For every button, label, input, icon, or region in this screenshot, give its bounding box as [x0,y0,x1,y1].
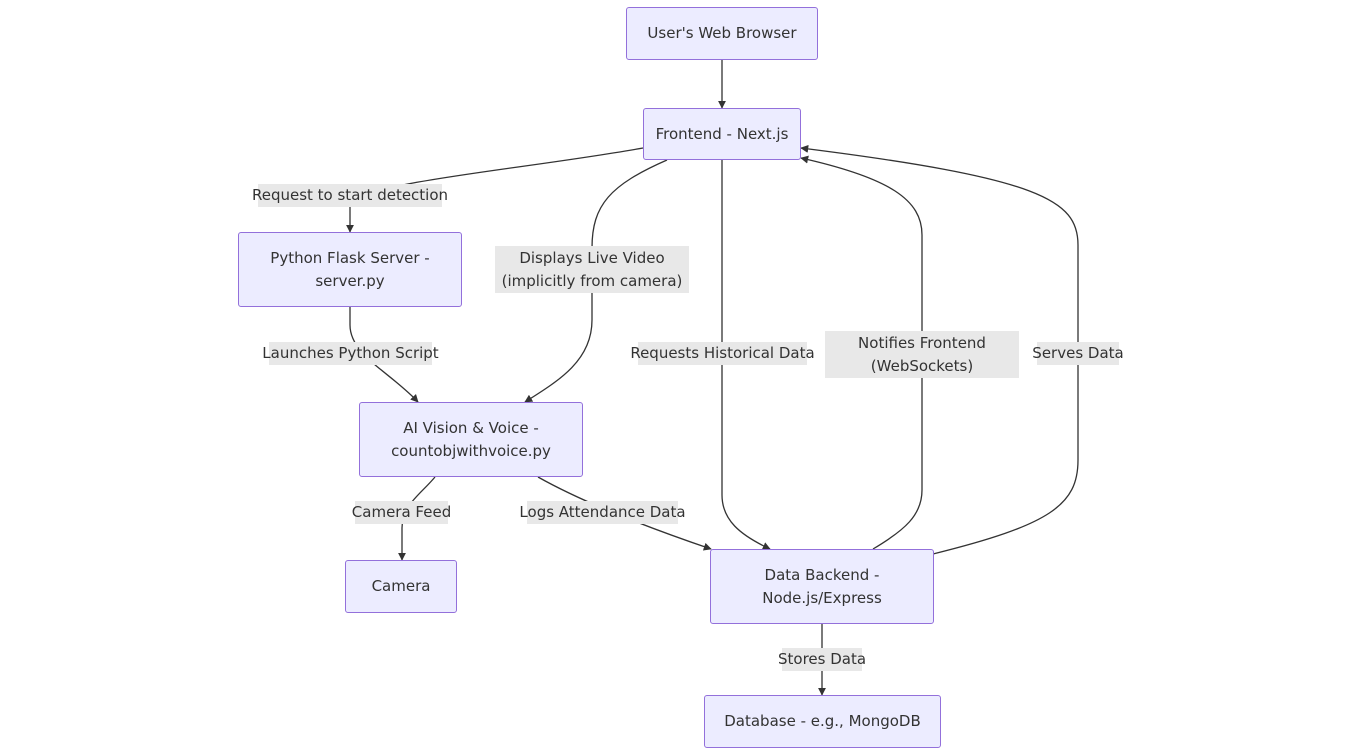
edge-label-request-start-detection: Request to start detection [252,184,448,207]
node-label-line-2: server.py [315,271,385,290]
node-frontend-nextjs: Frontend - Next.js [643,108,801,160]
edge-label-text: Requests Historical Data [630,344,815,362]
edge-label-text: Stores Data [777,650,867,668]
edge-frontend-to-backend [721,160,771,550]
edge-label-camera-feed: Camera Feed [351,501,452,524]
node-label-line-1: AI Vision & Voice - [403,418,539,437]
edge-backend-to-frontend-serve [800,144,1079,555]
edge-label-text: Launches Python Script [262,344,439,362]
node-label-line-2: countobjwithvoice.py [391,441,551,460]
edge-label-text-line-1: Notifies Frontend [858,333,986,352]
node-label-line-2: Node.js/Express [762,588,882,607]
node-python-flask-server: Python Flask Server - server.py [238,232,462,307]
node-label-line-1: Python Flask Server - [270,248,430,267]
edge-label-displays-live-video: Displays Live Video (implicitly from cam… [495,246,689,293]
node-label: User's Web Browser [647,24,797,42]
edge-label-text-line-2: (WebSockets) [870,356,974,375]
node-label: Database - e.g., MongoDB [724,712,921,730]
edge-label-text: Request to start detection [251,186,449,204]
edge-label-text: Camera Feed [351,503,452,521]
node-label: Camera [371,577,431,595]
edge-label-stores-data: Stores Data [778,648,866,671]
node-database: Database - e.g., MongoDB [704,695,941,748]
node-label-line-1: Data Backend - [764,565,880,584]
node-label: Frontend - Next.js [655,124,789,143]
edge-label-text: Serves Data [1032,344,1124,362]
node-ai-vision-voice: AI Vision & Voice - countobjwithvoice.py [359,402,583,477]
edge-label-logs-attendance-data: Logs Attendance Data [519,501,686,524]
node-camera: Camera [345,560,457,613]
edge-label-serves-data: Serves Data [1032,342,1124,365]
edge-label-launches-python-script: Launches Python Script [262,342,439,365]
edge-backend-to-frontend-notify [800,155,923,550]
node-users-web-browser: User's Web Browser [626,7,818,60]
edge-label-requests-historical-data: Requests Historical Data [630,342,815,365]
node-data-backend: Data Backend - Node.js/Express [710,549,934,624]
edge-label-text-line-2: (implicitly from camera) [501,271,683,290]
edge-label-text-line-1: Displays Live Video [519,248,665,267]
edge-label-text: Logs Attendance Data [519,503,686,521]
edge-label-notifies-frontend: Notifies Frontend (WebSockets) [825,331,1019,378]
